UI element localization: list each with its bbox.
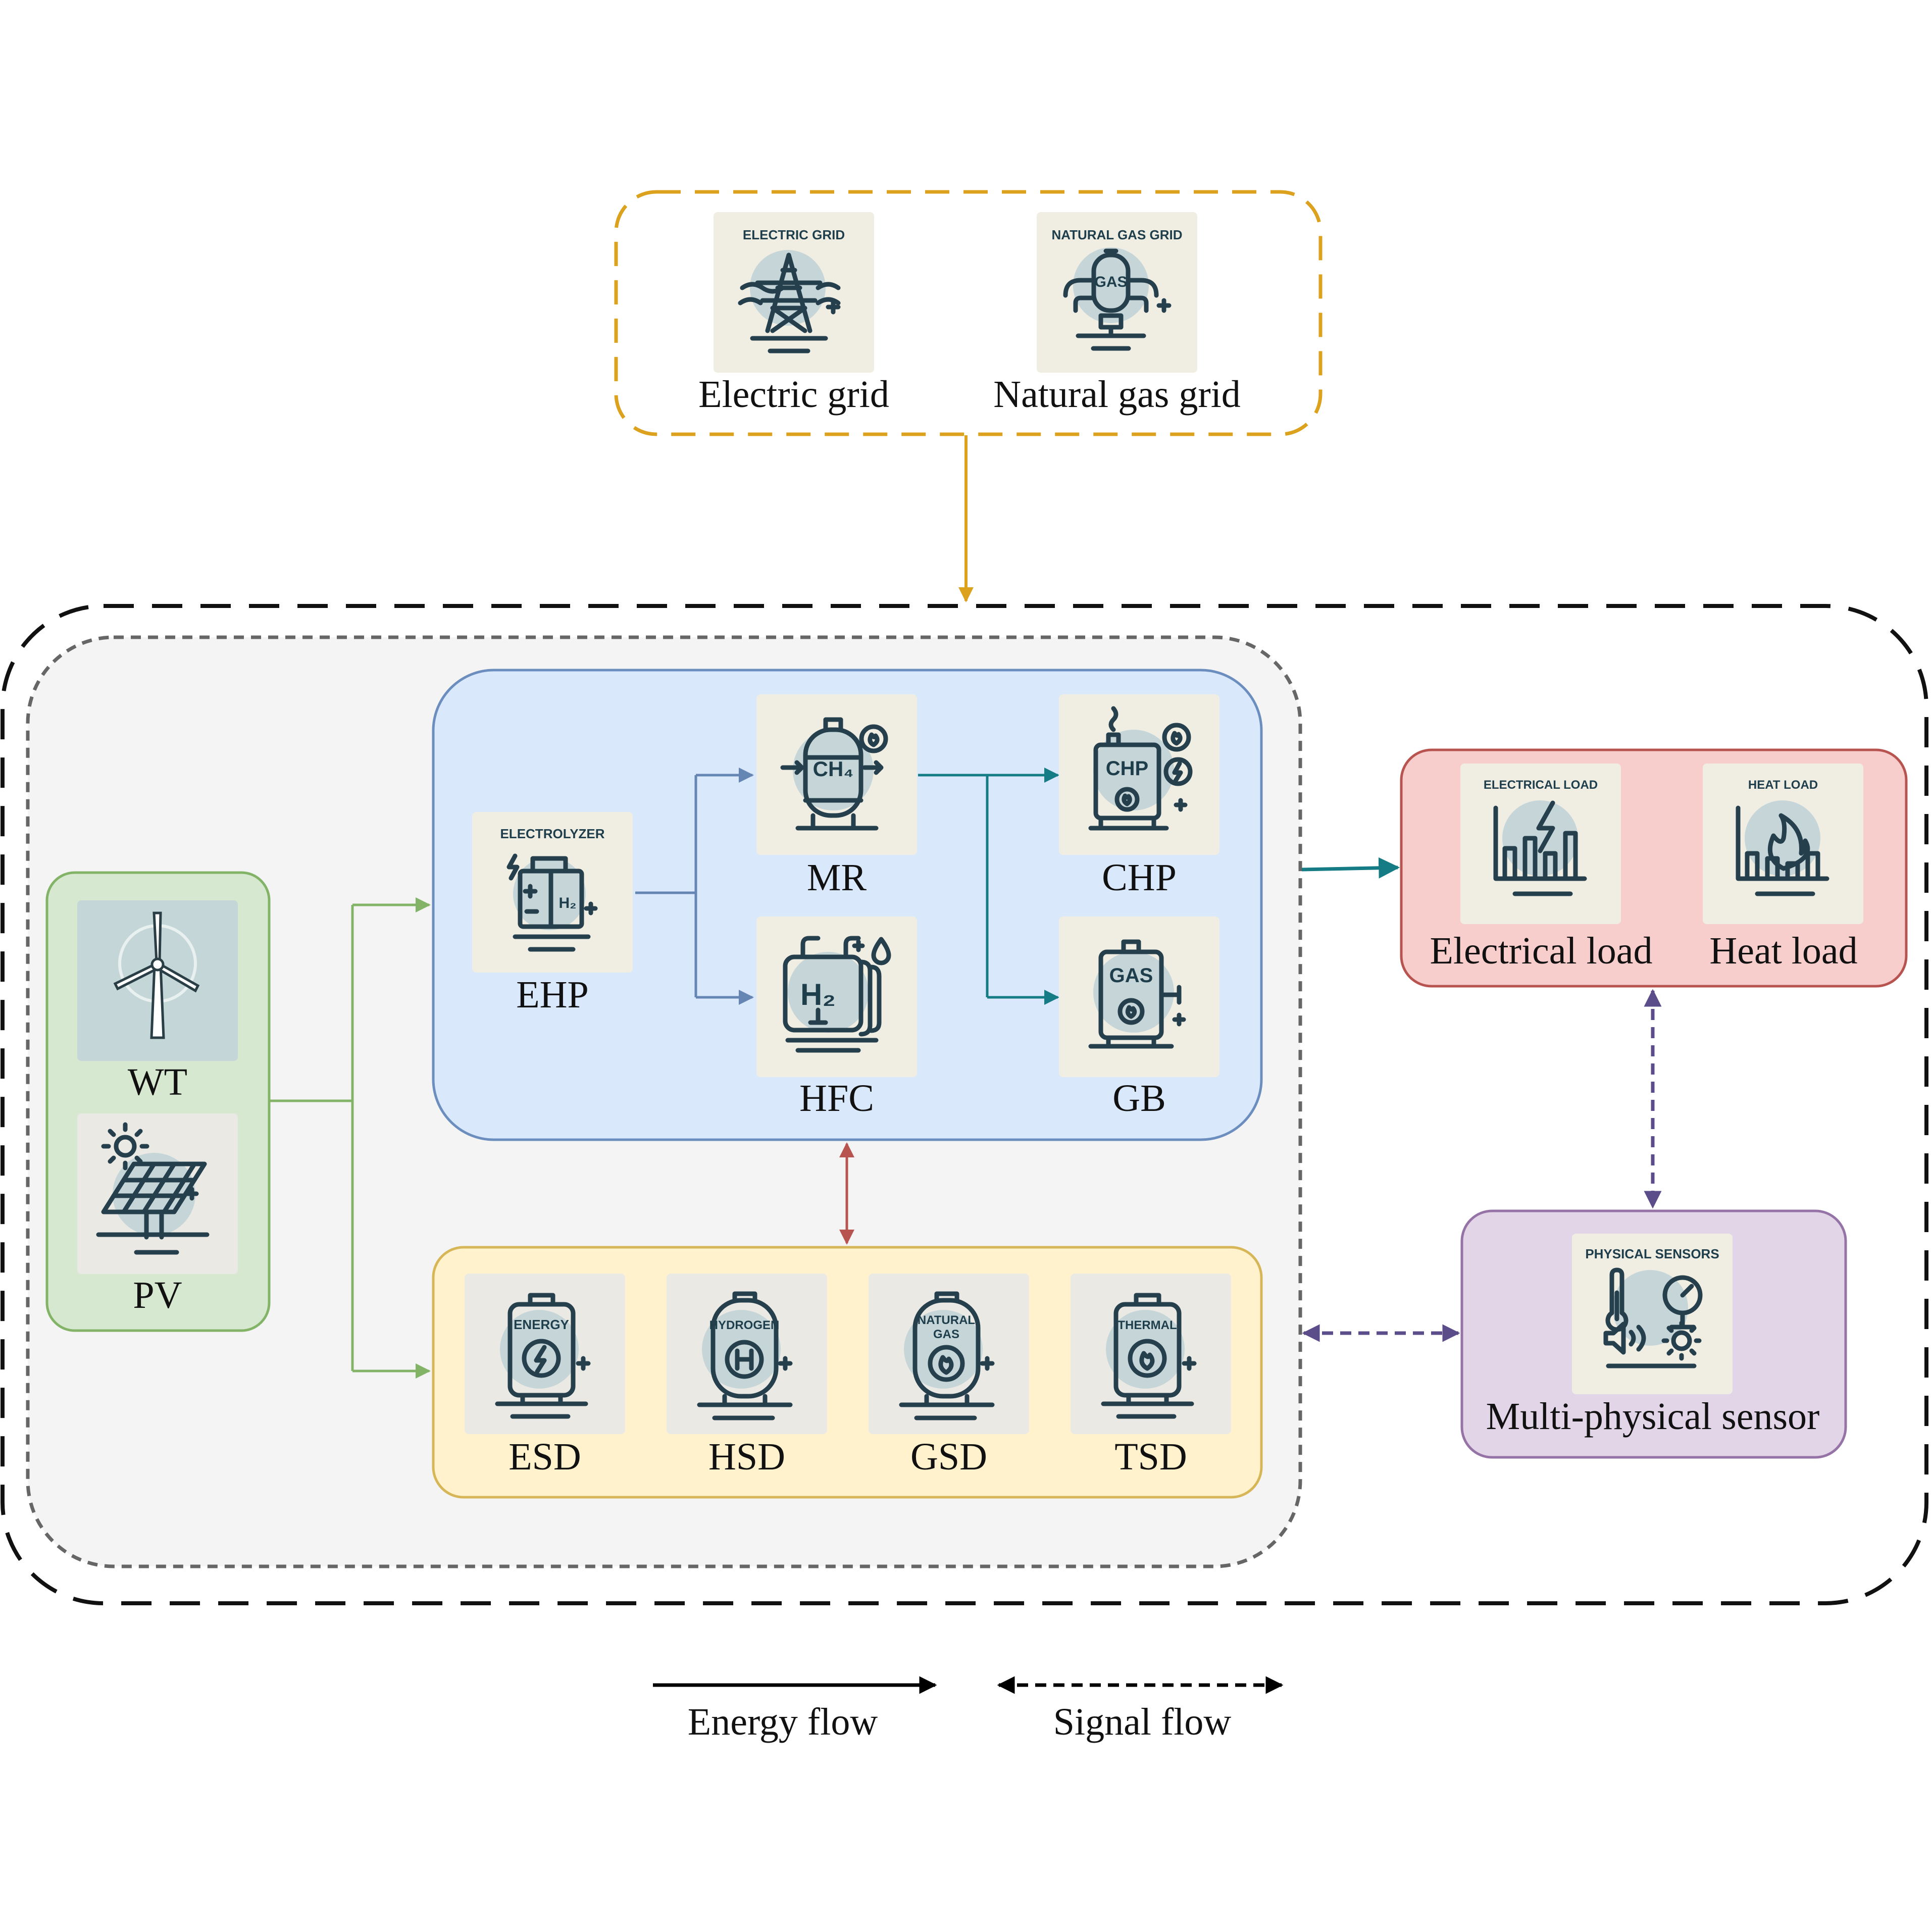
- hub-to-loads-arrow: [1301, 857, 1400, 879]
- natural-gas-grid-label: Natural gas grid: [993, 373, 1241, 416]
- gb-label: GB: [1112, 1077, 1166, 1120]
- chp-unit-icon: CHP: [1088, 706, 1193, 831]
- electrical-load-icon-caption: ELECTRICAL LOAD: [1484, 778, 1598, 792]
- physical-sensors-icon: [1603, 1267, 1703, 1368]
- tsd-node: THERMAL TSD: [1071, 1274, 1231, 1478]
- ehp-icon-text: H₂: [559, 895, 577, 911]
- electrical-load-icon: [1493, 800, 1587, 896]
- tsd-icon-caption: THERMAL: [1117, 1318, 1177, 1332]
- sensor-label: Multi-physical sensor: [1486, 1395, 1820, 1438]
- hsd-label: HSD: [708, 1436, 785, 1478]
- ehp-output-arrows: [635, 768, 754, 1005]
- hsd-icon-caption: HYDROGEN: [709, 1318, 780, 1332]
- ehp-icon-caption: ELECTROLYZER: [500, 826, 604, 841]
- sensor-icon-caption: PHYSICAL SENSORS: [1585, 1246, 1719, 1261]
- electric-grid-icon-caption: ELECTRIC GRID: [743, 227, 845, 242]
- gsd-icon-caption-1: NATURAL: [918, 1313, 975, 1327]
- gb-node: GAS GB: [1059, 917, 1219, 1120]
- hfc-node: H₂ HFC: [756, 917, 917, 1120]
- pv-label: PV: [133, 1274, 182, 1316]
- gas-tank-icon: GAS: [1063, 247, 1172, 351]
- power-tower-icon: [738, 250, 841, 353]
- wind-turbine-icon: [113, 911, 200, 1039]
- electrical-load-label: Electrical load: [1430, 930, 1653, 972]
- wt-node: WT: [77, 900, 238, 1103]
- energy-storage-icon: ENERGY: [495, 1293, 591, 1419]
- pv-node: PV: [77, 1113, 238, 1316]
- natural-gas-grid-icon-text: GAS: [1094, 274, 1127, 290]
- chp-node: CHP CHP: [1059, 694, 1219, 899]
- electric-grid-node: ELECTRIC GRID Electric grid: [698, 212, 889, 416]
- gsd-node: NATURAL GAS GSD: [869, 1274, 1029, 1478]
- natural-gas-grid-icon-caption: NATURAL GAS GRID: [1051, 227, 1182, 242]
- storage-group: [432, 1246, 1263, 1499]
- electrical-load-node: ELECTRICAL LOAD Electrical load: [1430, 764, 1653, 972]
- heat-load-icon-caption: HEAT LOAD: [1748, 778, 1818, 792]
- hfc-icon-text: H₂: [800, 978, 836, 1011]
- hydrogen-fuel-cell-icon: H₂: [783, 936, 891, 1053]
- gsd-label: GSD: [910, 1436, 987, 1478]
- gsd-icon-caption-2: GAS: [933, 1328, 959, 1341]
- heat-load-label: Heat load: [1709, 930, 1857, 972]
- sensor-node: PHYSICAL SENSORS Multi-physical sensor: [1486, 1234, 1820, 1438]
- wt-label: WT: [128, 1061, 187, 1103]
- gb-icon-text: GAS: [1109, 964, 1153, 987]
- ehp-node: ELECTROLYZER H₂ EHP: [472, 812, 633, 1016]
- legend-signal-flow-label: Signal flow: [1053, 1701, 1232, 1743]
- conversion-group: [432, 669, 1263, 1141]
- electric-grid-label: Electric grid: [698, 373, 889, 416]
- legend-energy-flow-label: Energy flow: [688, 1701, 878, 1743]
- mr-icon-text: CH₄: [813, 757, 854, 781]
- external-grid-group: [614, 190, 1323, 436]
- esd-label: ESD: [509, 1436, 581, 1478]
- solar-panel-icon: [96, 1122, 210, 1255]
- natural-gas-grid-node: NATURAL GAS GRID GAS Natural gas grid: [993, 212, 1241, 416]
- hfc-label: HFC: [799, 1077, 874, 1120]
- system-outer-boundary: [1, 604, 1928, 1605]
- mr-node: CH₄ MR: [756, 694, 917, 899]
- legend: Energy flow Signal flow: [653, 1676, 1284, 1743]
- renewables-arrows: [269, 897, 431, 1379]
- mr-output-arrows: [918, 768, 1059, 1005]
- electrolyzer-icon: H₂: [506, 853, 598, 952]
- tsd-label: TSD: [1114, 1436, 1187, 1478]
- heat-load-icon: [1736, 800, 1829, 896]
- mr-label: MR: [807, 856, 867, 899]
- hydrogen-storage-icon: HYDROGEN: [697, 1291, 793, 1420]
- esd-node: ENERGY ESD: [465, 1274, 625, 1478]
- chp-label: CHP: [1102, 856, 1177, 899]
- sensor-signal-arrows: [1302, 989, 1662, 1342]
- heat-load-node: HEAT LOAD Heat load: [1703, 764, 1863, 972]
- esd-icon-caption: ENERGY: [514, 1317, 569, 1332]
- hsd-node: HYDROGEN HSD: [667, 1274, 827, 1478]
- methane-reactor-icon: CH₄: [780, 717, 888, 831]
- chp-icon-text: CHP: [1106, 757, 1148, 780]
- ehp-label: EHP: [516, 974, 589, 1016]
- thermal-storage-icon: THERMAL: [1101, 1293, 1197, 1419]
- gas-boiler-icon: GAS: [1088, 939, 1186, 1049]
- gas-storage-icon: NATURAL GAS: [899, 1291, 995, 1420]
